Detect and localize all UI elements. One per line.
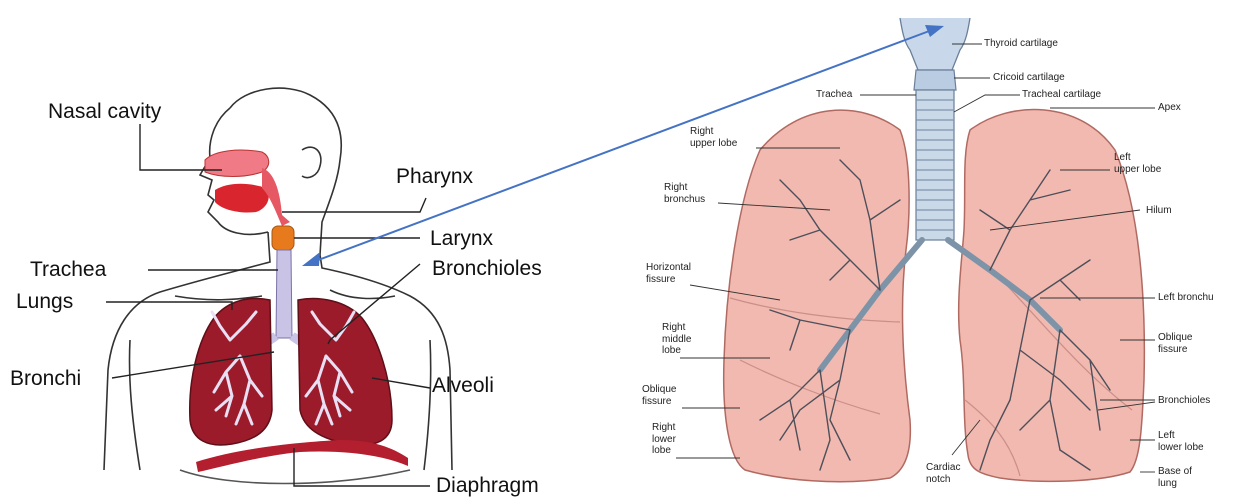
label-thyroid-cartilage: Thyroid cartilage xyxy=(984,38,1058,50)
label-right-bronchus: Right bronchus xyxy=(664,182,705,205)
label-oblique-fissure-right: Oblique fissure xyxy=(642,384,676,407)
label-trachea: Trachea xyxy=(30,258,106,282)
label-hilum: Hilum xyxy=(1146,205,1172,217)
label-diaphragm: Diaphragm xyxy=(436,474,539,498)
label-cricoid-cartilage: Cricoid cartilage xyxy=(993,72,1065,84)
label-oblique-fissure-left: Oblique fissure xyxy=(1158,332,1192,355)
right-lung-shape xyxy=(724,110,911,482)
label-left-lower-lobe: Left lower lobe xyxy=(1158,430,1204,453)
label-horizontal-fissure: Horizontal fissure xyxy=(646,262,691,285)
label-right-middle-lobe: Right middle lobe xyxy=(662,322,691,357)
label-right-upper-lobe: Right upper lobe xyxy=(690,126,737,149)
label-nasal-cavity: Nasal cavity xyxy=(48,100,161,124)
label-left-upper-lobe: Left upper lobe xyxy=(1114,152,1161,175)
label-larynx: Larynx xyxy=(430,227,493,251)
label-bronchi: Bronchi xyxy=(10,367,81,391)
label-base-of-lung: Base of lung xyxy=(1158,466,1192,489)
label-bronchioles-right: Bronchioles xyxy=(1158,395,1210,407)
label-pharynx: Pharynx xyxy=(396,165,473,189)
right-trachea xyxy=(916,90,954,240)
nasal-cavity-shape xyxy=(205,150,290,226)
label-right-lower-lobe: Right lower lobe xyxy=(652,422,676,457)
label-trachea-right: Trachea xyxy=(816,89,852,101)
label-bronchioles: Bronchioles xyxy=(432,257,542,281)
label-cardiac-notch: Cardiac notch xyxy=(926,462,960,485)
label-apex: Apex xyxy=(1158,102,1181,114)
arrowhead-left xyxy=(302,252,320,266)
label-lungs: Lungs xyxy=(16,290,73,314)
larynx-shape xyxy=(272,226,294,250)
label-tracheal-cartilage: Tracheal cartilage xyxy=(1022,89,1101,101)
label-alveoli: Alveoli xyxy=(432,374,494,398)
trachea-shape xyxy=(276,250,292,338)
label-left-bronchus: Left bronchu xyxy=(1158,292,1214,304)
